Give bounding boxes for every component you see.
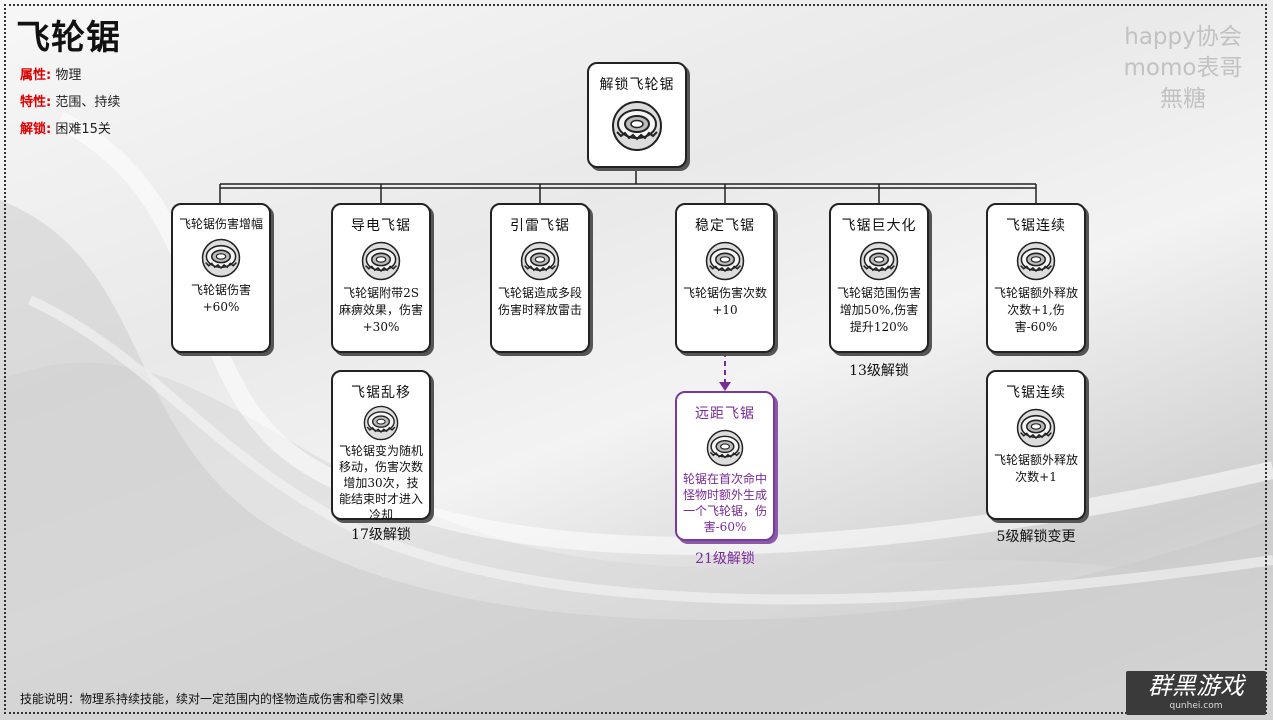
watermark: happy协会 momo表哥 無糖	[1108, 22, 1258, 115]
page-title: 飞轮锯	[16, 18, 121, 58]
attribute-list: 属性: 物理 特性: 范围、持续 解锁: 困难15关	[20, 64, 120, 145]
node-title: 飞轮锯伤害增幅	[178, 217, 263, 231]
node-description: 飞轮锯伤害次数+10	[682, 286, 767, 317]
unlock-label-far: 21级解锁	[695, 551, 755, 567]
node-title: 飞锯连续	[1006, 385, 1066, 401]
attribute-value: 困难15关	[55, 122, 111, 137]
node-description: 飞轮锯附带2S麻痹效果，伤害+30%	[338, 286, 423, 334]
saw-wheel-icon	[859, 241, 899, 281]
watermark-line: momo表哥	[1123, 55, 1243, 81]
attribute-value: 范围、持续	[55, 95, 121, 110]
attribute-key: 解锁:	[20, 122, 52, 137]
node-description: 飞轮锯额外释放次数+1,伤害-60%	[993, 286, 1078, 334]
attribute-key: 特性:	[20, 95, 52, 110]
node-title: 稳定飞锯	[695, 218, 755, 234]
node-title: 远距飞锯	[695, 406, 755, 422]
node-description: 轮锯在首次命中怪物时额外生成一个飞轮锯，伤害-60%	[682, 472, 767, 534]
attribute-row: 属性: 物理	[20, 64, 120, 91]
attribute-value: 物理	[55, 68, 82, 83]
saw-wheel-icon	[706, 429, 744, 467]
saw-wheel-icon	[1016, 241, 1056, 281]
attribute-row: 特性: 范围、持续	[20, 91, 120, 118]
attribute-key: 属性:	[20, 68, 52, 83]
saw-wheel-icon	[363, 405, 399, 441]
skill-node-damage-boost[interactable]: 飞轮锯伤害增幅 飞轮锯伤害 +60%	[171, 203, 271, 353]
watermark-line: happy协会	[1124, 24, 1242, 50]
skill-node-stable-saw[interactable]: 稳定飞锯 飞轮锯伤害次数+10	[675, 203, 775, 353]
node-description: 飞轮锯额外释放次数+1	[993, 453, 1078, 484]
skill-node-giant-saw[interactable]: 飞锯巨大化 飞轮锯范围伤害增加50%,伤害提升120%	[829, 203, 929, 353]
node-description: 飞轮锯造成多段伤害时释放雷击	[497, 286, 582, 317]
node-title: 引雷飞锯	[510, 218, 570, 234]
skill-node-continuous-saw-2[interactable]: 飞锯连续 飞轮锯额外释放次数+1	[986, 370, 1086, 520]
node-title: 导电飞锯	[351, 218, 411, 234]
watermark-line: 無糖	[1160, 86, 1206, 112]
node-description: 飞轮锯变为随机移动，伤害次数增加30次，技能结束时才进入冷却	[338, 444, 423, 522]
skill-node-thunder-saw[interactable]: 引雷飞锯 飞轮锯造成多段伤害时释放雷击	[490, 203, 590, 353]
saw-wheel-icon	[612, 101, 662, 151]
root-skill-node[interactable]: 解锁飞轮锯	[587, 62, 687, 168]
skill-node-continuous-saw[interactable]: 飞锯连续 飞轮锯额外释放次数+1,伤害-60%	[986, 203, 1086, 353]
saw-wheel-icon	[520, 241, 560, 281]
skill-node-far-saw[interactable]: 远距飞锯 轮锯在首次命中怪物时额外生成一个飞轮锯，伤害-60%	[675, 391, 775, 541]
node-description: 飞轮锯伤害 +60%	[190, 283, 251, 314]
unlock-label-random: 17级解锁	[351, 527, 411, 543]
logo-domain: qunhei.com	[1169, 701, 1223, 711]
logo-text: 群黑游戏	[1148, 672, 1244, 700]
saw-wheel-icon	[201, 238, 241, 278]
skill-node-electric-saw[interactable]: 导电飞锯 飞轮锯附带2S麻痹效果，伤害+30%	[331, 203, 431, 353]
unlock-label-continuous: 5级解锁变更	[996, 529, 1076, 545]
node-title: 飞锯乱移	[351, 385, 411, 401]
node-title: 解锁飞轮锯	[599, 77, 675, 93]
page-border	[4, 4, 1267, 714]
node-description: 飞轮锯范围伤害增加50%,伤害提升120%	[836, 286, 921, 334]
node-title: 飞锯连续	[1006, 218, 1066, 234]
node-title: 飞锯巨大化	[841, 218, 917, 234]
attribute-row: 解锁: 困难15关	[20, 118, 120, 145]
saw-wheel-icon	[705, 241, 745, 281]
skill-node-random-saw[interactable]: 飞锯乱移 飞轮锯变为随机移动，伤害次数增加30次，技能结束时才进入冷却	[331, 370, 431, 522]
saw-wheel-icon	[1016, 408, 1056, 448]
saw-wheel-icon	[361, 241, 401, 281]
unlock-label-giant: 13级解锁	[849, 363, 909, 379]
skill-description-footer: 技能说明：物理系持续技能，续对一定范围内的怪物造成伤害和牵引效果	[20, 692, 405, 706]
site-logo: 群黑游戏 qunhei.com	[1126, 671, 1266, 715]
